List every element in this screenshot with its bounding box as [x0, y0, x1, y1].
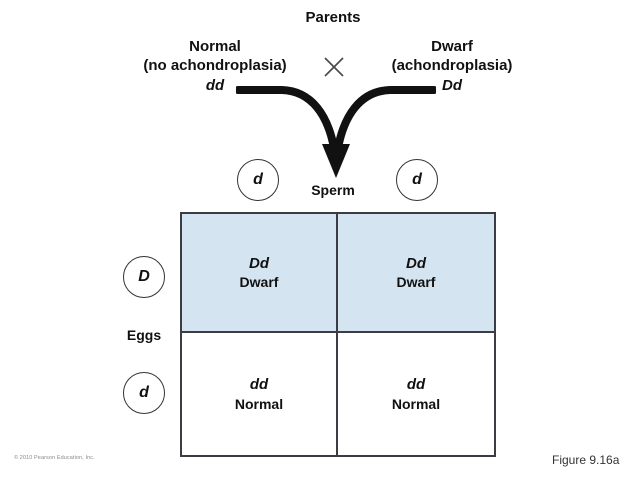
parent-left: Normal (no achondroplasia) dd	[143, 38, 286, 95]
egg-gamete-circle-1: d	[123, 372, 165, 414]
punnett-square: Dd Dwarf Dd Dwarf dd Normal dd Normal	[180, 212, 496, 457]
parents-title: Parents	[305, 9, 361, 26]
parent-right-genotype: Dd	[441, 76, 462, 94]
punnett-cell-genotype: dd	[406, 376, 426, 394]
parent-left-phenotype: Normal	[189, 38, 241, 55]
parent-right: Dwarf (achondroplasia) Dd	[392, 38, 513, 95]
punnett-cell-genotype: Dd	[406, 254, 426, 272]
parent-right-condition: (achondroplasia)	[391, 56, 513, 74]
punnett-cell-phenotype: Dwarf	[239, 274, 279, 291]
sperm-gamete-circle-1: d	[396, 159, 438, 201]
egg-gamete-allele-0: D	[138, 268, 150, 285]
parent-left-genotype: dd	[205, 76, 225, 94]
punnett-cell-1-1: dd Normal	[338, 333, 494, 455]
copyright-notice: © 2010 Pearson Education, Inc.	[14, 455, 95, 461]
punnett-cell-0-0: Dd Dwarf	[182, 214, 338, 333]
punnett-cell-0-1: Dd Dwarf	[338, 214, 494, 333]
punnett-cell-genotype: dd	[249, 376, 269, 394]
punnett-cell-phenotype: Dwarf	[396, 274, 436, 291]
punnett-cell-phenotype: Normal	[234, 395, 284, 412]
parent-left-condition: (no achondroplasia)	[143, 56, 287, 74]
parent-right-phenotype: Dwarf	[431, 38, 473, 55]
sperm-gamete-circle-0: d	[237, 159, 279, 201]
egg-gamete-circle-0: D	[123, 256, 165, 298]
figure-caption: Figure 9.16a	[552, 453, 620, 467]
punnett-cell-phenotype: Normal	[391, 395, 441, 412]
cross-multiply-icon	[324, 57, 344, 77]
punnett-cell-genotype: Dd	[249, 254, 269, 272]
sperm-label: Sperm	[311, 182, 355, 198]
sperm-gamete-allele-1: d	[412, 171, 422, 188]
sperm-gamete-allele-0: d	[253, 171, 263, 188]
eggs-label: Eggs	[126, 327, 162, 343]
egg-gamete-allele-1: d	[139, 384, 149, 401]
cross-arrow-icon	[236, 86, 436, 178]
punnett-cell-1-0: dd Normal	[182, 333, 338, 455]
